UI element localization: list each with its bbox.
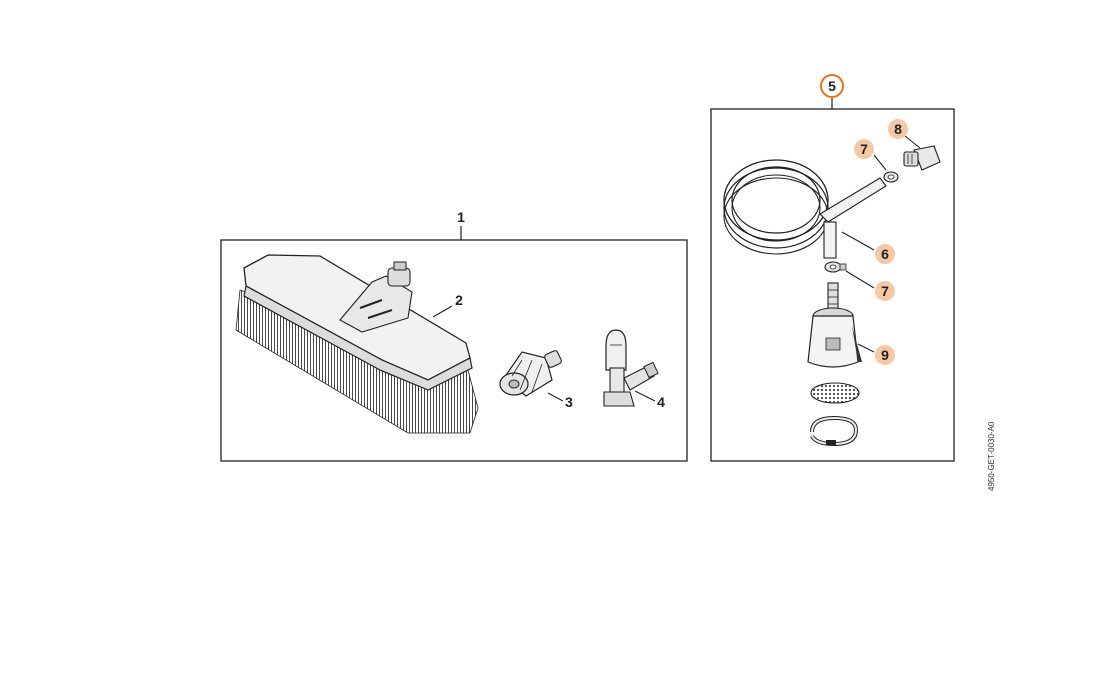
retaining-ring-drawing xyxy=(810,415,859,447)
connector-drawing xyxy=(903,145,941,171)
part-label-7-top[interactable]: 7 xyxy=(860,141,868,157)
part-label-8[interactable]: 8 xyxy=(894,121,902,137)
group-label-5-badge[interactable]: 5 xyxy=(820,74,844,98)
angled-nozzle-drawing xyxy=(603,329,659,407)
hose-coil-drawing xyxy=(723,159,887,259)
part-label-3[interactable]: 3 xyxy=(565,394,573,410)
hose-clip-bottom-drawing xyxy=(824,261,847,273)
group-label-5[interactable]: 5 xyxy=(828,78,836,94)
suction-filter-drawing xyxy=(807,282,862,368)
part-label-7-bottom-badge[interactable]: 7 xyxy=(875,281,895,301)
part-label-8-badge[interactable]: 8 xyxy=(888,119,908,139)
part-label-4[interactable]: 4 xyxy=(657,394,665,410)
part-label-2[interactable]: 2 xyxy=(455,292,463,308)
group-1-box xyxy=(220,226,688,462)
part-label-9[interactable]: 9 xyxy=(881,347,889,363)
part-label-6-badge[interactable]: 6 xyxy=(875,244,895,264)
hose-clip-top-drawing xyxy=(883,171,899,183)
part-label-7-top-badge[interactable]: 7 xyxy=(854,139,874,159)
drawing-reference-code: 4950-GET-0030-A0 xyxy=(987,421,996,491)
part-label-6[interactable]: 6 xyxy=(881,246,889,262)
rotary-nozzle-drawing xyxy=(499,350,562,397)
mesh-strainer-drawing xyxy=(810,382,860,404)
part-label-7-bottom[interactable]: 7 xyxy=(881,283,889,299)
brush-drawing xyxy=(235,254,479,434)
group-label-1[interactable]: 1 xyxy=(457,209,465,225)
part-label-9-badge[interactable]: 9 xyxy=(875,345,895,365)
group-5-box xyxy=(710,97,955,462)
